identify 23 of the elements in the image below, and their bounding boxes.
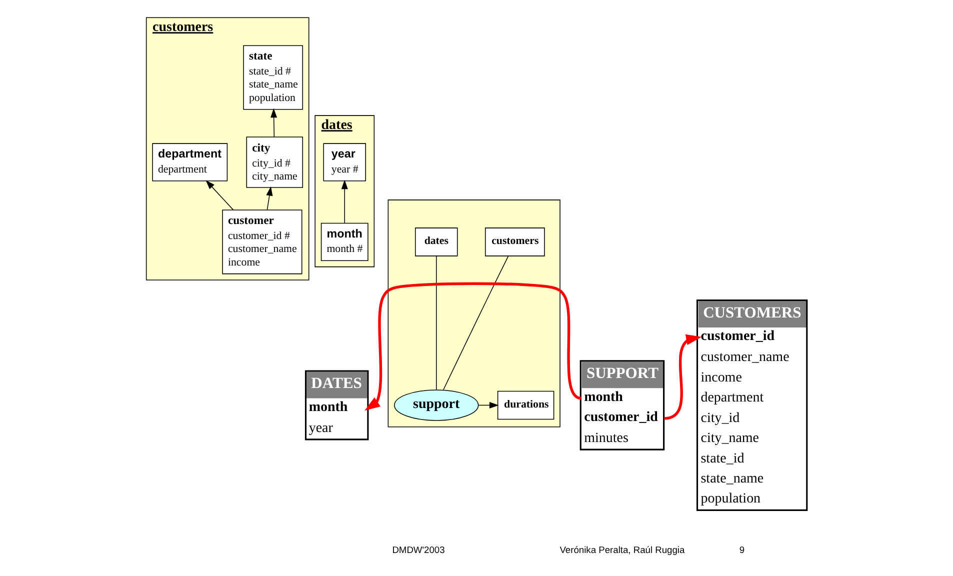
node-box: durations: [496, 390, 554, 420]
node-box: customer customer_id # customer_name income: [222, 210, 302, 274]
arrow: [364, 282, 581, 411]
label: 9: [738, 545, 744, 556]
label: DMDW'2003: [392, 545, 444, 556]
arrow: [477, 402, 498, 408]
cluster: [387, 200, 560, 428]
arrow: [266, 186, 272, 210]
arrow: [205, 180, 234, 210]
node-box: dates: [414, 228, 458, 256]
arrow: [270, 108, 277, 138]
arrow: [663, 334, 702, 420]
node-box: month month #: [320, 222, 368, 261]
node-box: city city_id # city_name: [246, 136, 303, 188]
node-box: customers: [484, 228, 544, 256]
connector: [435, 256, 436, 390]
node-box: state state_id # state_name population: [242, 45, 303, 110]
arrow: [340, 180, 348, 224]
label: Verónika Peralta, Raúl Ruggia: [559, 545, 684, 556]
node-ellipse: support: [394, 390, 478, 421]
node-box: department department: [152, 143, 228, 182]
connector: [442, 256, 508, 390]
node-box: year year #: [322, 143, 366, 182]
